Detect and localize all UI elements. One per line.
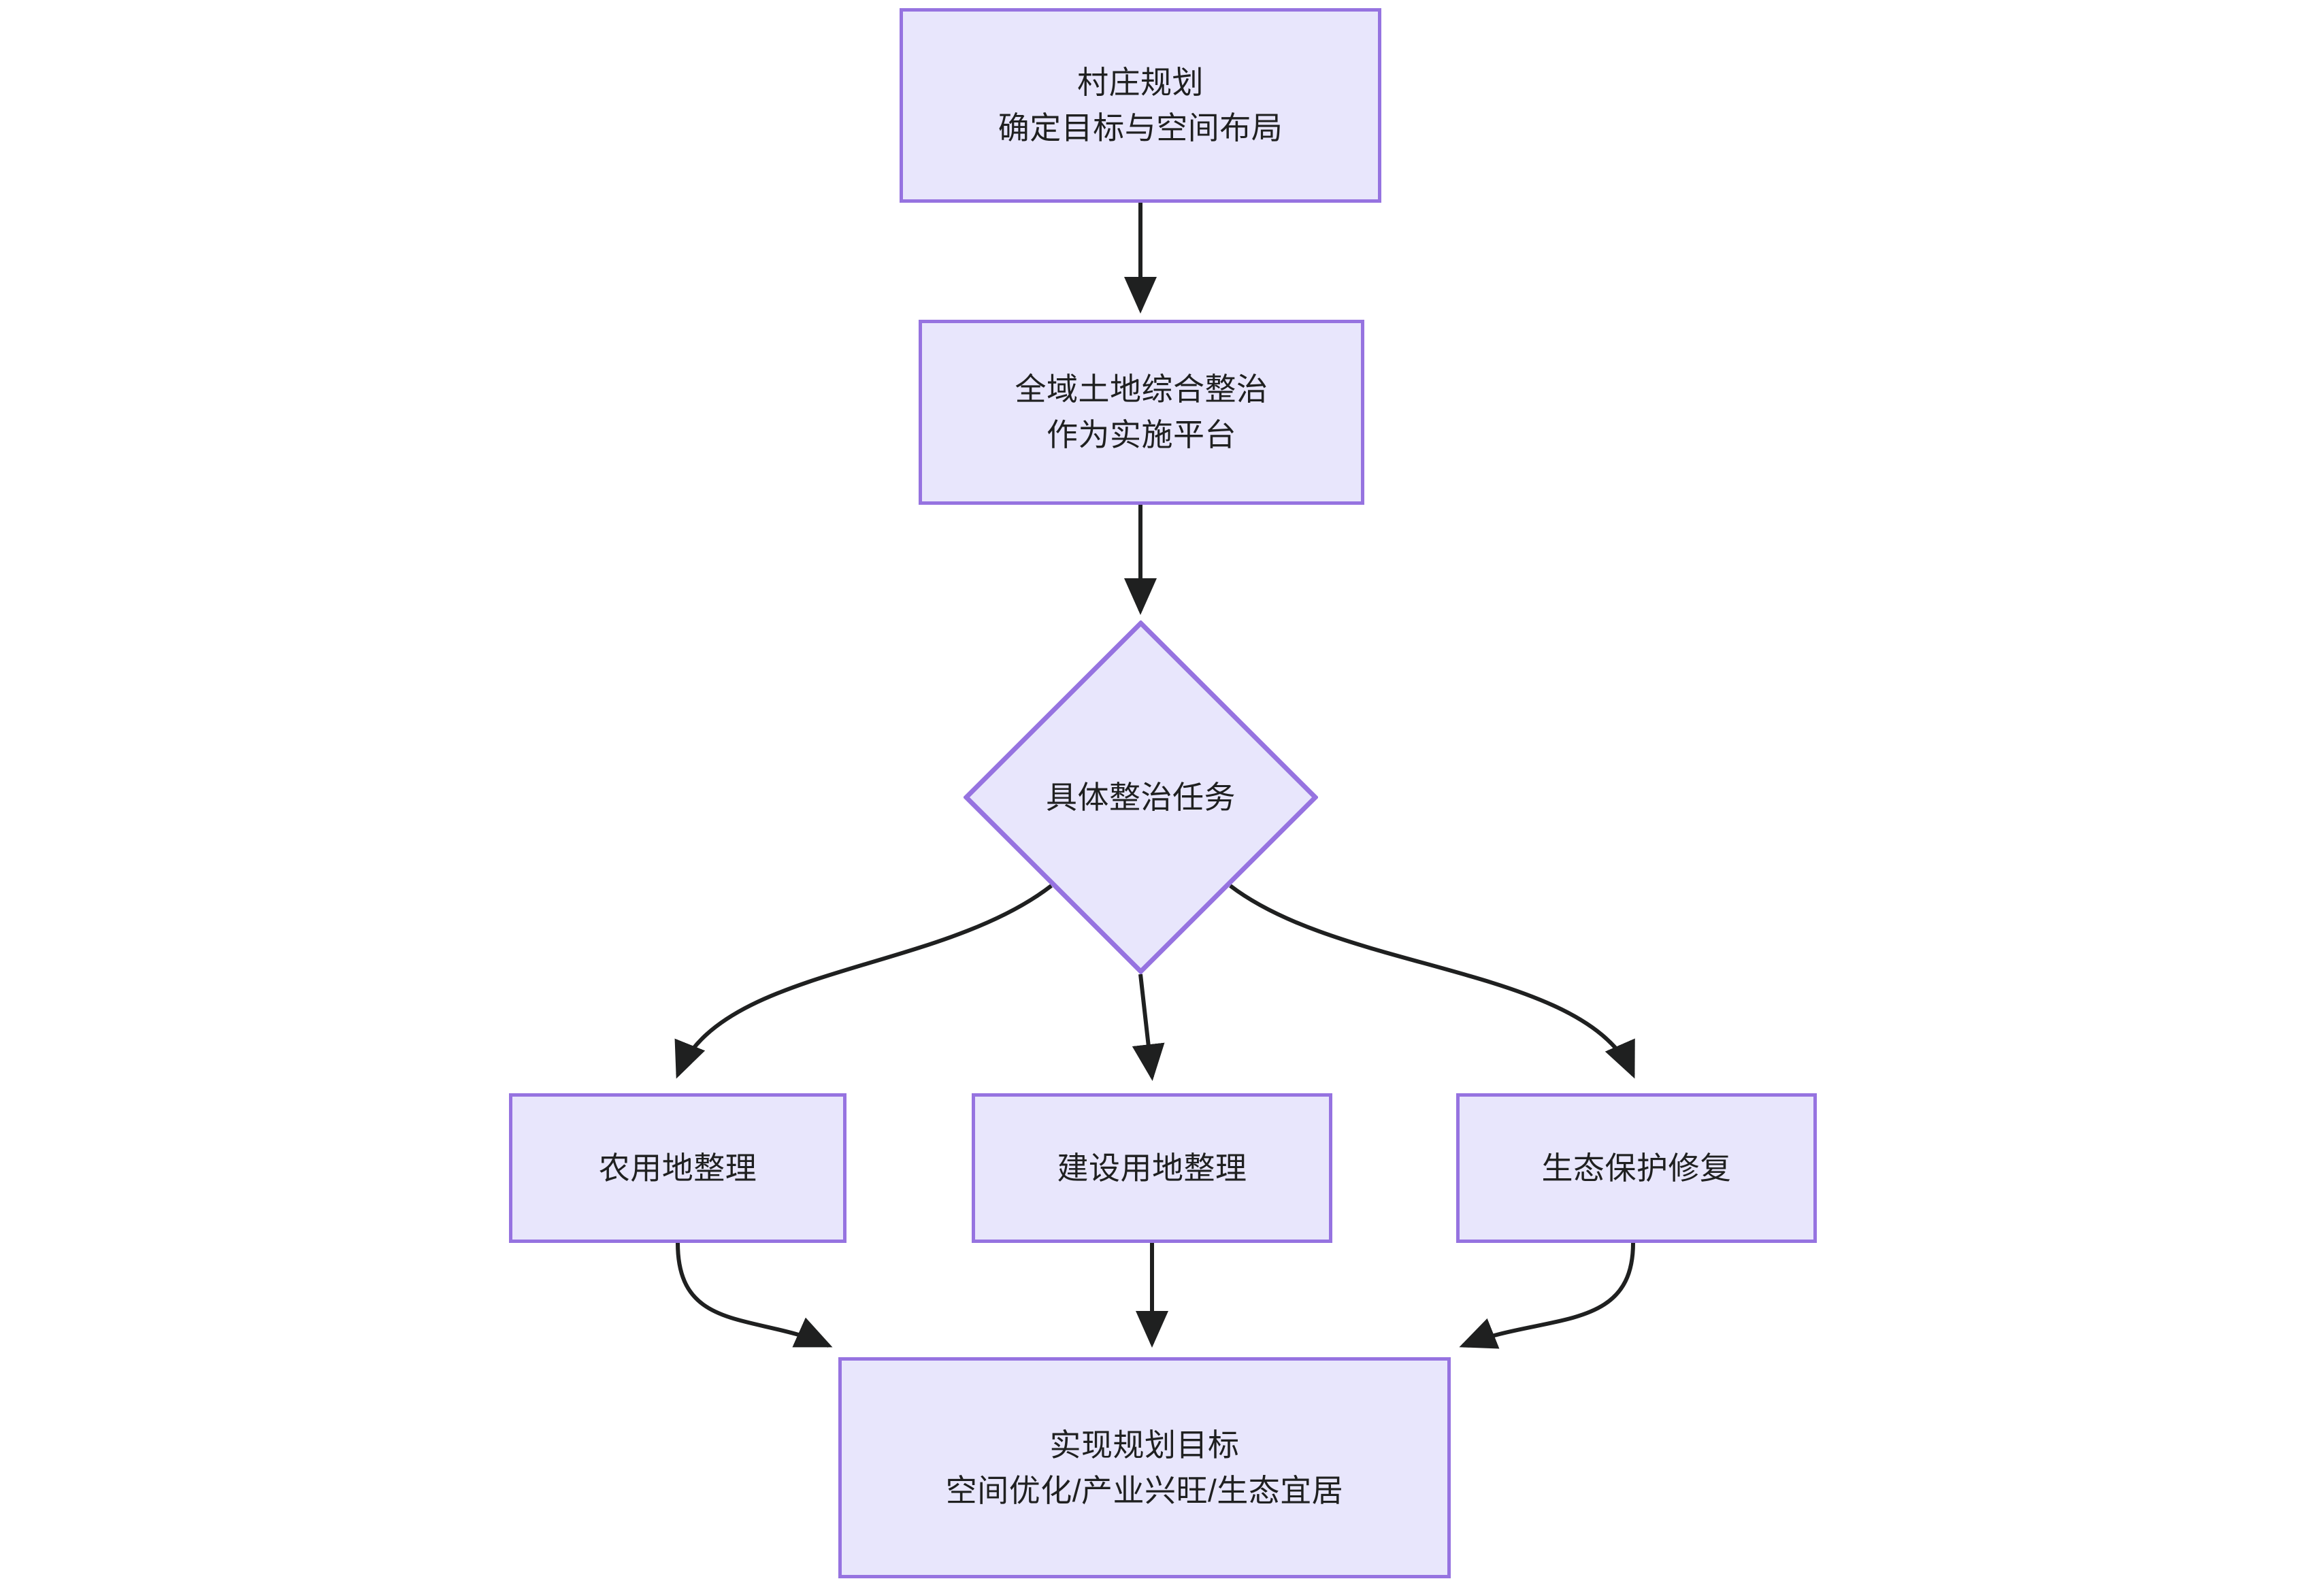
node-construction-land-consolidation[interactable]: 建设用地整理 (972, 1093, 1332, 1243)
node-village-planning[interactable]: 村庄规划 确定目标与空间布局 (900, 8, 1381, 203)
node-label: 具体整治任务 (1046, 779, 1236, 815)
node-comprehensive-land-consolidation[interactable]: 全域土地综合整治 作为实施平台 (919, 320, 1364, 505)
node-label: 农用地整理 (598, 1150, 757, 1186)
edge-n4-n7 (676, 1242, 833, 1348)
node-specific-tasks-decision[interactable]: 具体整治任务 (964, 620, 1318, 974)
node-agricultural-land-consolidation[interactable]: 农用地整理 (509, 1093, 846, 1243)
node-label: 实现规划目标 空间优化/产业兴旺/生态宜居 (945, 1427, 1344, 1508)
node-label: 建设用地整理 (1057, 1150, 1247, 1186)
diamond-shape-icon (964, 620, 1318, 974)
node-achieve-planning-goals[interactable]: 实现规划目标 空间优化/产业兴旺/生态宜居 (838, 1357, 1451, 1578)
node-label: 全域土地综合整治 作为实施平台 (1015, 371, 1268, 452)
node-label: 生态保护修复 (1541, 1150, 1732, 1186)
node-label: 村庄规划 确定目标与空间布局 (998, 65, 1283, 146)
edge-n6-n7 (1459, 1242, 1635, 1349)
node-ecological-protection-restoration[interactable]: 生态保护修复 (1456, 1093, 1817, 1243)
edge-n3-n5 (1132, 974, 1165, 1081)
